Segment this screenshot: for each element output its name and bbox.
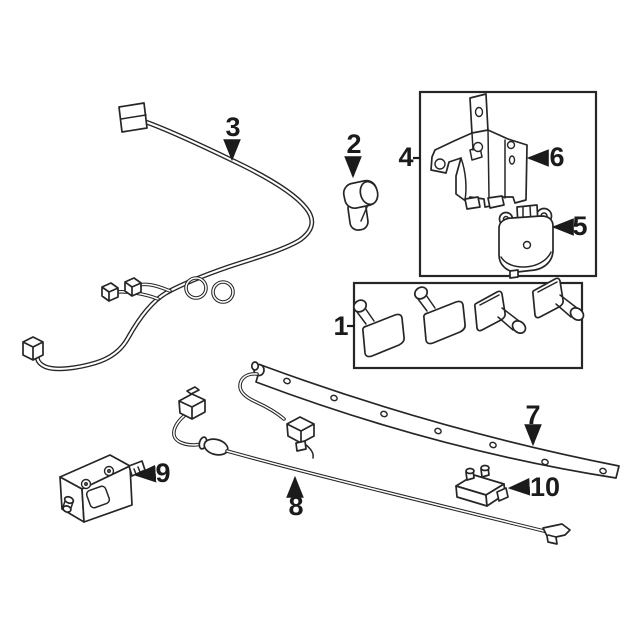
callout-9-label: 9 [155,458,170,488]
module9-post-cap [62,505,72,513]
harness-branch-connector-1 [101,282,119,302]
bracket-bottom-tab-2 [487,195,505,209]
parking-sensor-kit [352,277,585,370]
sensor-2-stem-cap [413,286,429,300]
callout-9-arrow [133,464,157,483]
strip-end-bolt-cap [250,361,260,371]
control-module-9 [59,454,146,523]
sensor-3-bevel [479,294,500,306]
sensor-module [498,204,554,279]
harness-branch-connector-2 [124,277,142,297]
callout-6-label: 6 [549,142,564,172]
sensor-4-barrel-cap [569,307,585,321]
module-center-hole [522,240,532,250]
strip-hole-5 [489,441,497,449]
callout-7-label: 7 [525,400,540,430]
parking-sensor-3 [473,290,527,334]
wire-mid-connector [286,416,315,444]
harness-top-connector-seam [120,114,147,120]
wire-top-connector [178,393,206,420]
callout-8-label: 8 [288,491,303,521]
sensor-wire-harness [172,372,571,545]
sensor-4-bevel [537,281,558,293]
module9-post-sides [62,500,74,509]
wire-hook-core [239,373,285,420]
module-bottom-tab [509,269,519,279]
bracket-body-hole [472,141,484,153]
wire-end-terminal-notch [547,534,557,538]
callout-10-arrow [507,478,531,496]
callout-2-label: 2 [346,129,361,159]
kit-box-bracket-module [418,90,598,279]
wire-top-connector-tab [186,386,200,395]
sensor-1-stem [356,307,375,325]
strip-hole-6 [541,458,549,466]
parking-sensor-1 [352,299,405,358]
sensor-1-face [361,313,405,358]
callout-4-label: 4 [398,142,413,172]
grommet-seam [360,206,368,222]
bracket-crease [460,157,467,201]
strip-hole-2 [330,394,338,402]
harness-trunk-core [36,120,313,370]
harness-loop-1-core [185,277,207,299]
callout-3-label: 3 [225,112,240,142]
parking-sensor-2 [413,286,466,345]
sensor-2-face [422,300,466,345]
kit-box-frame [418,90,598,278]
sensor-grommet [342,179,379,231]
module10-tab [496,487,509,502]
strip-hole-3 [380,410,388,418]
sensor-4-barrel [555,294,578,318]
bracket-tab-hole [474,106,484,118]
wire-long-run-core [226,450,549,533]
mounting-bracket [430,93,528,210]
harness-trunk-outline [35,119,315,372]
module9-screw-1-dot [84,482,88,486]
bumper-bracket-strip [250,361,620,479]
grommet-face [359,180,379,206]
callout-10-label: 10 [530,472,560,502]
strip-hole-4 [434,427,442,435]
control-module-10 [455,464,509,507]
module10-bolt-1-cap [465,467,475,475]
harness-loop-2-core [212,281,234,303]
sensor-3-plate [473,290,507,332]
module9-screw-1 [80,478,92,490]
callout-1-label: 1 [333,311,348,341]
bracket-body [430,129,528,208]
module10-bolt-2-cap [480,464,490,472]
sensor-3-barrel [497,307,520,331]
bracket-arm-hole [434,158,446,170]
strip-hole-1 [283,377,291,385]
wire-mid-connector-tab [295,440,307,452]
sensor-4-plate [531,277,565,319]
strip-band [255,364,620,479]
bracket-panel-hole [506,140,516,150]
bracket-bottom-tab-1 [464,196,481,210]
strip-hole-7 [599,467,607,475]
sensor-3-barrel-cap [511,320,527,334]
sensor-1-stem-cap [352,299,368,313]
bracket-fold-line-1 [487,129,490,198]
wiring-harness [22,102,315,372]
wire-mid-tail [304,443,314,459]
module9-screw-2 [103,465,115,477]
module-bottom-rim [500,251,552,268]
module9-screw-2-dot [107,469,111,473]
callouts: 1 2 3 4 5 6 7 8 9 10 [133,112,588,521]
bracket-slot [508,155,516,165]
wire-end-terminal [542,523,571,545]
harness-end-connector [22,336,44,361]
sensor-2-stem [417,294,436,312]
callout-5-label: 5 [572,211,587,241]
module9-recess [85,485,111,509]
parking-sensor-4 [531,277,585,321]
